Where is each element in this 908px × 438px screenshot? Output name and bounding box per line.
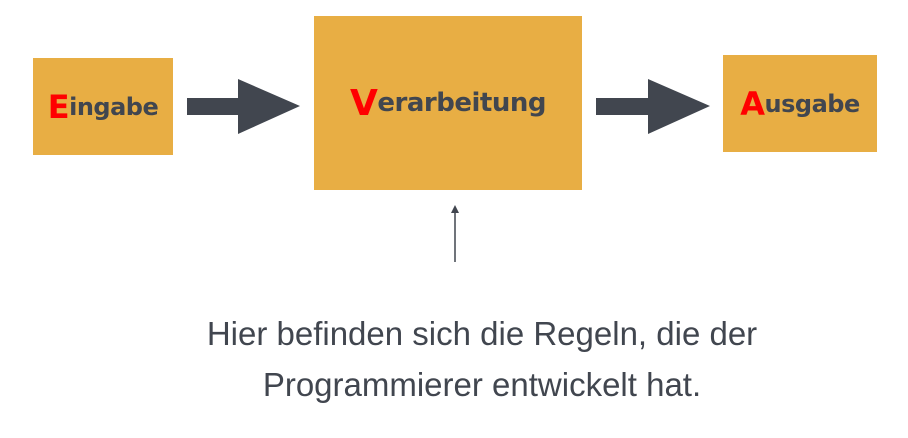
input-initial: E bbox=[47, 87, 70, 126]
arrow-processing-to-output bbox=[596, 79, 710, 134]
rules-pointer-arrowhead bbox=[451, 205, 459, 213]
processing-initial: V bbox=[350, 82, 378, 124]
output-initial: A bbox=[740, 84, 765, 123]
input-label: ingabe bbox=[69, 92, 159, 121]
output-label: usgabe bbox=[764, 89, 861, 118]
rules-caption: Hier befinden sich die Regeln, die der P… bbox=[100, 308, 864, 410]
processing-label: erarbeitung bbox=[377, 88, 546, 118]
arrow-input-to-processing bbox=[187, 79, 300, 134]
caption-line-2: Programmierer entwickelt hat. bbox=[262, 366, 702, 403]
caption-line-1: Hier befinden sich die Regeln, die der bbox=[206, 315, 758, 352]
